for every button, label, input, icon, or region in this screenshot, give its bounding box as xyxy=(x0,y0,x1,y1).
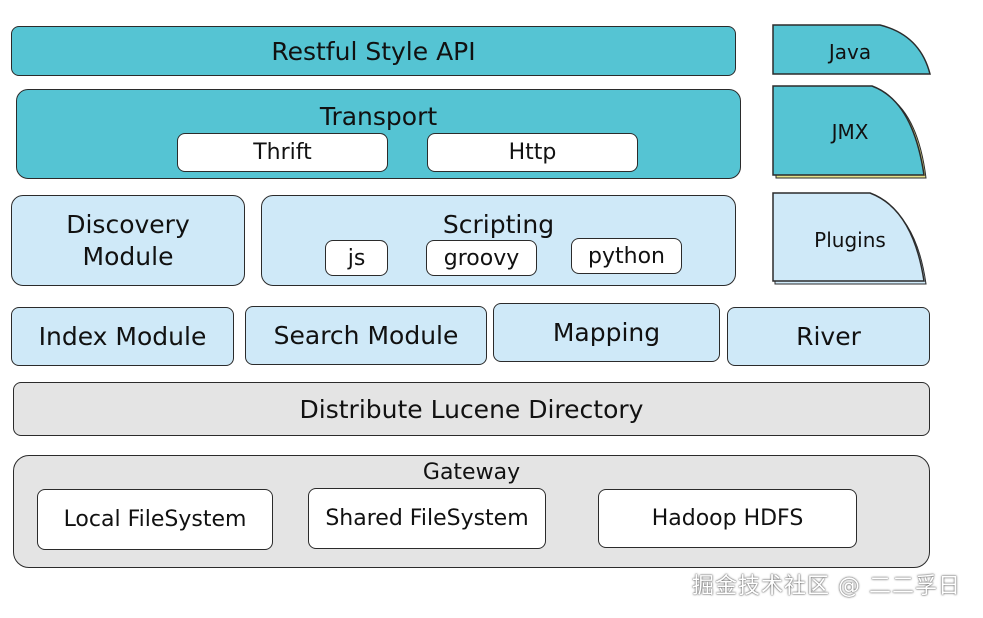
plugins-label: Plugins xyxy=(814,228,886,252)
gateway-layer: Gateway Local FileSystem Shared FileSyst… xyxy=(13,455,930,568)
gateway-item-label: Shared FileSystem xyxy=(325,506,529,531)
script-item-js: js xyxy=(325,240,388,276)
script-item-label: groovy xyxy=(443,245,520,271)
gateway-label: Gateway xyxy=(422,460,521,485)
watermark-text: 掘金技术社区 @ 二二孚日 xyxy=(692,574,961,599)
jmx-label: JMX xyxy=(831,120,869,144)
transport-item-label: Http xyxy=(508,140,557,165)
mapping-module-label: Mapping xyxy=(552,318,661,347)
jmx-shape xyxy=(772,85,925,176)
search-module: Search Module xyxy=(245,306,487,365)
discovery-module: Discovery Module xyxy=(11,195,245,286)
river-module-label: River xyxy=(796,322,861,351)
restful-api-layer: Restful Style API xyxy=(11,26,736,76)
scripting-label: Scripting xyxy=(442,210,555,239)
discovery-label-line2: Module xyxy=(82,241,174,271)
mapping-module: Mapping xyxy=(493,303,720,362)
gateway-item-label: Local FileSystem xyxy=(63,507,247,532)
restful-api-label: Restful Style API xyxy=(271,36,476,66)
java-label: Java xyxy=(828,40,872,64)
index-module-label: Index Module xyxy=(38,322,207,351)
river-module: River xyxy=(727,307,930,366)
lucene-directory-label: Distribute Lucene Directory xyxy=(299,394,644,424)
gateway-item-hdfs: Hadoop HDFS xyxy=(598,489,857,548)
transport-label: Transport xyxy=(319,102,438,131)
gateway-item-local-fs: Local FileSystem xyxy=(37,489,273,550)
gateway-item-label: Hadoop HDFS xyxy=(651,506,804,531)
transport-item-http: Http xyxy=(427,133,638,172)
transport-layer: Transport Thrift Http xyxy=(16,89,741,179)
scripting-module: Scripting js groovy python xyxy=(261,195,736,286)
script-item-label: js xyxy=(347,245,366,271)
script-item-groovy: groovy xyxy=(426,240,537,276)
lucene-directory-layer: Distribute Lucene Directory xyxy=(13,382,930,436)
discovery-label-line1: Discovery xyxy=(66,209,190,239)
gateway-item-shared-fs: Shared FileSystem xyxy=(308,488,546,549)
script-item-python: python xyxy=(571,238,682,274)
plugins-shape xyxy=(772,192,925,282)
script-item-label: python xyxy=(588,243,665,269)
java-shape xyxy=(772,24,931,75)
index-module: Index Module xyxy=(11,307,234,366)
transport-item-label: Thrift xyxy=(253,140,312,165)
transport-item-thrift: Thrift xyxy=(177,133,388,172)
search-module-label: Search Module xyxy=(273,321,459,350)
